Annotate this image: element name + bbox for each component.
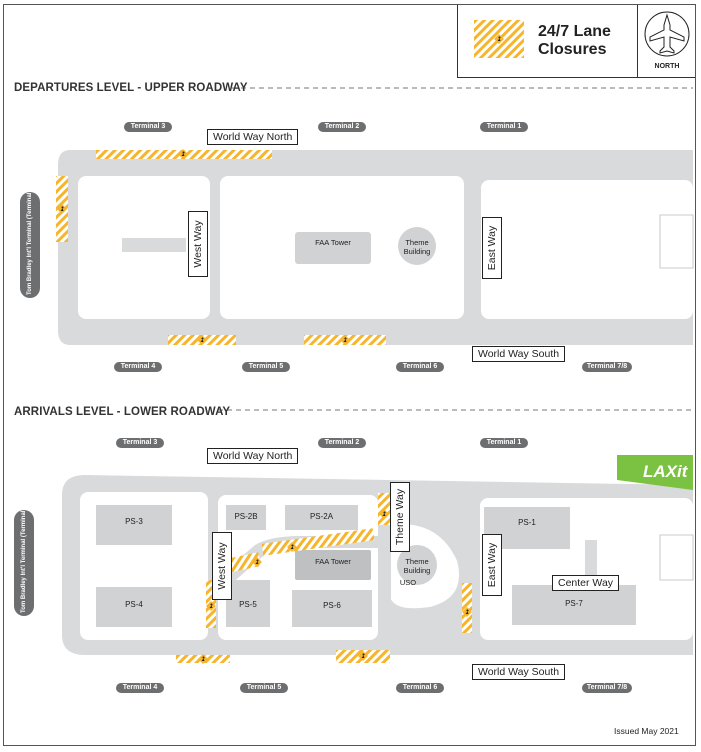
legend-title-line2: Closures <box>538 41 607 58</box>
terminal-6-label: Terminal 6 <box>396 362 444 372</box>
uso-label: USO <box>399 578 417 587</box>
ps-7-shape <box>512 585 636 625</box>
ps-5-label: PS-5 <box>239 600 257 609</box>
departures-theme-building-shape <box>398 227 436 265</box>
terminal-3-label: Terminal 3 <box>116 438 164 448</box>
center-way-label: Center Way <box>552 575 620 591</box>
theme-building-label: Theme Building <box>403 557 431 575</box>
ps-4-label: PS-4 <box>125 600 143 609</box>
airplane-north-icon <box>644 11 690 57</box>
terminal-4-label: Terminal 4 <box>114 362 162 372</box>
terminal-4-label: Terminal 4 <box>116 683 164 693</box>
north-label: NORTH <box>654 63 680 70</box>
ps-6-label: PS-6 <box>323 601 341 610</box>
departures-island-east <box>481 180 693 319</box>
terminal-78-label: Terminal 7/8 <box>582 683 632 693</box>
departures-title: DEPARTURES LEVEL - UPPER ROADWAY <box>14 82 248 94</box>
closure-arr-theme <box>378 493 390 525</box>
ps-2b-label: PS-2B <box>234 512 258 521</box>
ps-3-label: PS-3 <box>125 517 143 526</box>
theme-building-label: Theme Building <box>403 238 431 256</box>
world-way-south-label: World Way South <box>472 346 566 362</box>
ps-2b-shape <box>226 505 266 530</box>
ps-2a-shape <box>285 505 358 530</box>
world-way-south-label: World Way South <box>472 664 566 680</box>
laxit-text: LAXit <box>643 462 688 481</box>
world-way-north-label: World Way North <box>207 129 299 145</box>
legend-title-line1: 24/7 Lane <box>538 23 611 40</box>
arrivals-east-structure <box>659 534 694 581</box>
faa-tower-label: FAA Tower <box>315 238 351 247</box>
terminal-1-label: Terminal 1 <box>480 438 528 448</box>
legend: 24/7 Lane Closures NORTH <box>457 5 695 78</box>
east-way-label: East Way <box>482 217 502 279</box>
terminal-5-label: Terminal 5 <box>242 362 290 372</box>
terminal-78-label: Terminal 7/8 <box>582 362 632 372</box>
departures-faa-tower-shape <box>295 232 371 264</box>
arrivals-title: ARRIVALS LEVEL - LOWER ROADWAY <box>14 406 231 418</box>
terminal-1-label: Terminal 1 <box>480 122 528 132</box>
arrivals-faa-tower-shape <box>295 550 371 580</box>
faa-tower-label: FAA Tower <box>315 557 351 566</box>
terminal-2-label: Terminal 2 <box>318 438 366 448</box>
world-way-north-label: World Way North <box>207 448 299 464</box>
issued-date: Issued May 2021 <box>614 726 679 736</box>
ps-5-shape <box>226 580 270 627</box>
theme-way-label: Theme Way <box>390 482 410 552</box>
west-way-label: West Way <box>212 532 232 600</box>
arrivals-spur <box>585 540 597 580</box>
arrivals-theme-building-shape <box>397 545 437 585</box>
laxit-logo: LAXit <box>617 455 697 489</box>
laxit-area <box>617 455 693 490</box>
legend-closure-swatch <box>474 20 524 58</box>
tom-bradley-label: Tom Bradley Int'l Terminal (Terminal B) <box>14 503 34 616</box>
terminal-6-label: Terminal 6 <box>396 683 444 693</box>
arrivals-ramp <box>220 536 380 585</box>
terminal-2-label: Terminal 2 <box>318 122 366 132</box>
ps-6-shape <box>292 590 372 627</box>
tom-bradley-label: Tom Bradley Int'l Terminal (Terminal B) <box>20 185 40 298</box>
ps-4-shape <box>96 587 172 627</box>
ps-3-shape <box>96 505 172 545</box>
departures-spur-north <box>586 150 622 180</box>
terminal-3-label: Terminal 3 <box>124 122 172 132</box>
ps-7-label: PS-7 <box>565 599 583 608</box>
departures-east-structure <box>659 214 694 269</box>
west-way-label: West Way <box>188 211 208 277</box>
east-way-label: East Way <box>482 534 502 596</box>
ps-1-label: PS-1 <box>518 518 536 527</box>
legend-title: 24/7 Lane Closures <box>538 23 611 59</box>
terminal-5-label: Terminal 5 <box>240 683 288 693</box>
map-frame <box>3 4 696 746</box>
departures-spur-west <box>122 238 186 252</box>
north-arrow: NORTH <box>637 5 696 77</box>
ps-2a-label: PS-2A <box>309 512 334 521</box>
